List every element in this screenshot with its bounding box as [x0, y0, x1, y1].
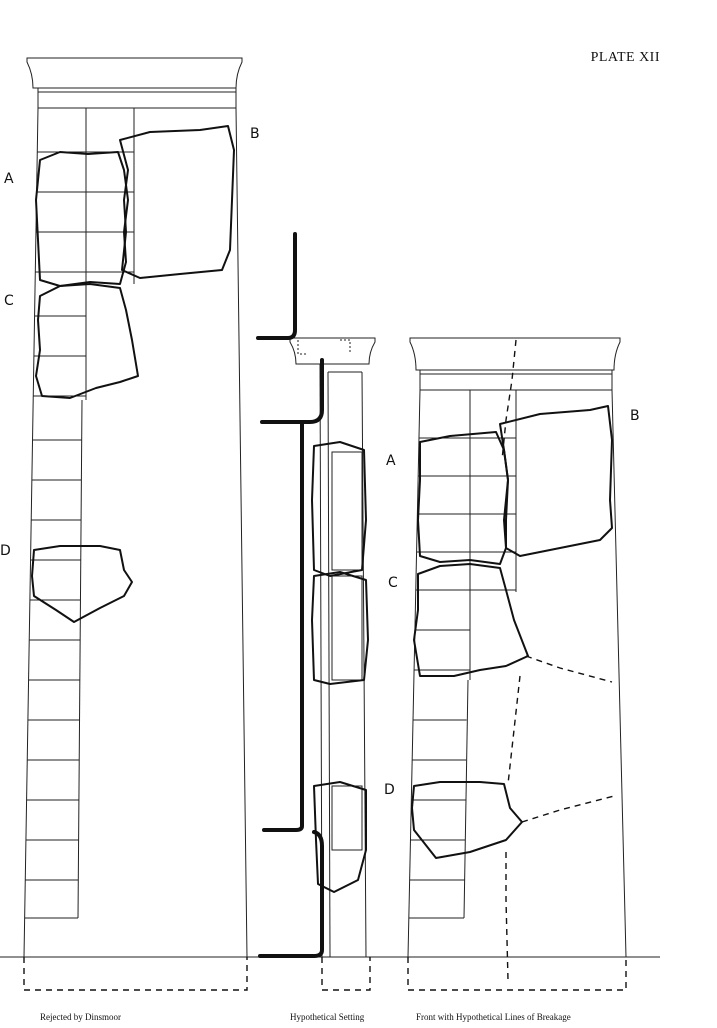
right-label-b: B: [630, 408, 640, 424]
plate-title: PLATE XII: [590, 50, 660, 65]
left-label-c: C: [4, 293, 14, 309]
right-cap: [409, 337, 621, 371]
right-shaft-edge-right: [611, 389, 627, 958]
right-elevation: B: [407, 337, 640, 991]
middle-foundation: [321, 957, 371, 991]
stipple-block-c: [331, 575, 363, 681]
left-fragment-c: [35, 283, 139, 399]
left-fragment-b: [119, 125, 235, 279]
breakage-line-mid: [507, 675, 521, 785]
middle-cap: [289, 337, 376, 365]
left-shaft-edge-left: [23, 107, 39, 958]
stipple-block-d: [331, 785, 363, 851]
course-line: [77, 399, 83, 919]
right-fragment-d: [411, 781, 523, 859]
caption-middle: Hypothetical Setting: [290, 1012, 365, 1022]
left-cap: [26, 57, 243, 89]
right-foundation: [407, 957, 627, 991]
right-fragment-c: [413, 563, 529, 677]
right-shaft-edge-left: [407, 389, 421, 958]
breakage-line-c: [525, 655, 613, 683]
middle-section: A C D: [256, 232, 398, 991]
right-fragment-b: [499, 405, 613, 557]
setting-profile-top: [256, 232, 297, 340]
middle-label-c: C: [388, 575, 398, 591]
setting-profile-upper: [260, 358, 324, 424]
left-fragment-a: [35, 151, 129, 287]
caption-left: Rejected by Dinsmoor: [40, 1012, 121, 1022]
right-block-courses: [408, 390, 517, 919]
left-block-courses: [24, 108, 135, 919]
course-line: [463, 679, 469, 919]
caption-right: Front with Hypothetical Lines of Breakag…: [416, 1012, 571, 1022]
setting-profile-shaft: [262, 422, 304, 832]
left-label-d: D: [0, 543, 11, 559]
left-label-a: A: [4, 171, 14, 187]
middle-label-a: A: [386, 453, 396, 469]
breakage-line-bottom: [505, 852, 509, 981]
left-shaft-edge-right: [235, 107, 248, 958]
middle-fragment-d: [313, 781, 367, 893]
left-fragment-d: [31, 545, 133, 623]
middle-fragment-c: [311, 571, 369, 685]
left-foundation: [23, 957, 248, 991]
left-elevation: A B C D: [0, 57, 260, 991]
breakage-line-top: [501, 339, 517, 461]
left-label-b: B: [250, 126, 260, 142]
stipple-block-a: [331, 451, 363, 571]
setting-profile-bottom: [258, 830, 324, 958]
middle-label-d: D: [384, 782, 395, 798]
breakage-line-d: [521, 795, 615, 823]
middle-fragment-a: [311, 441, 367, 577]
right-fragment-a: [417, 431, 509, 565]
